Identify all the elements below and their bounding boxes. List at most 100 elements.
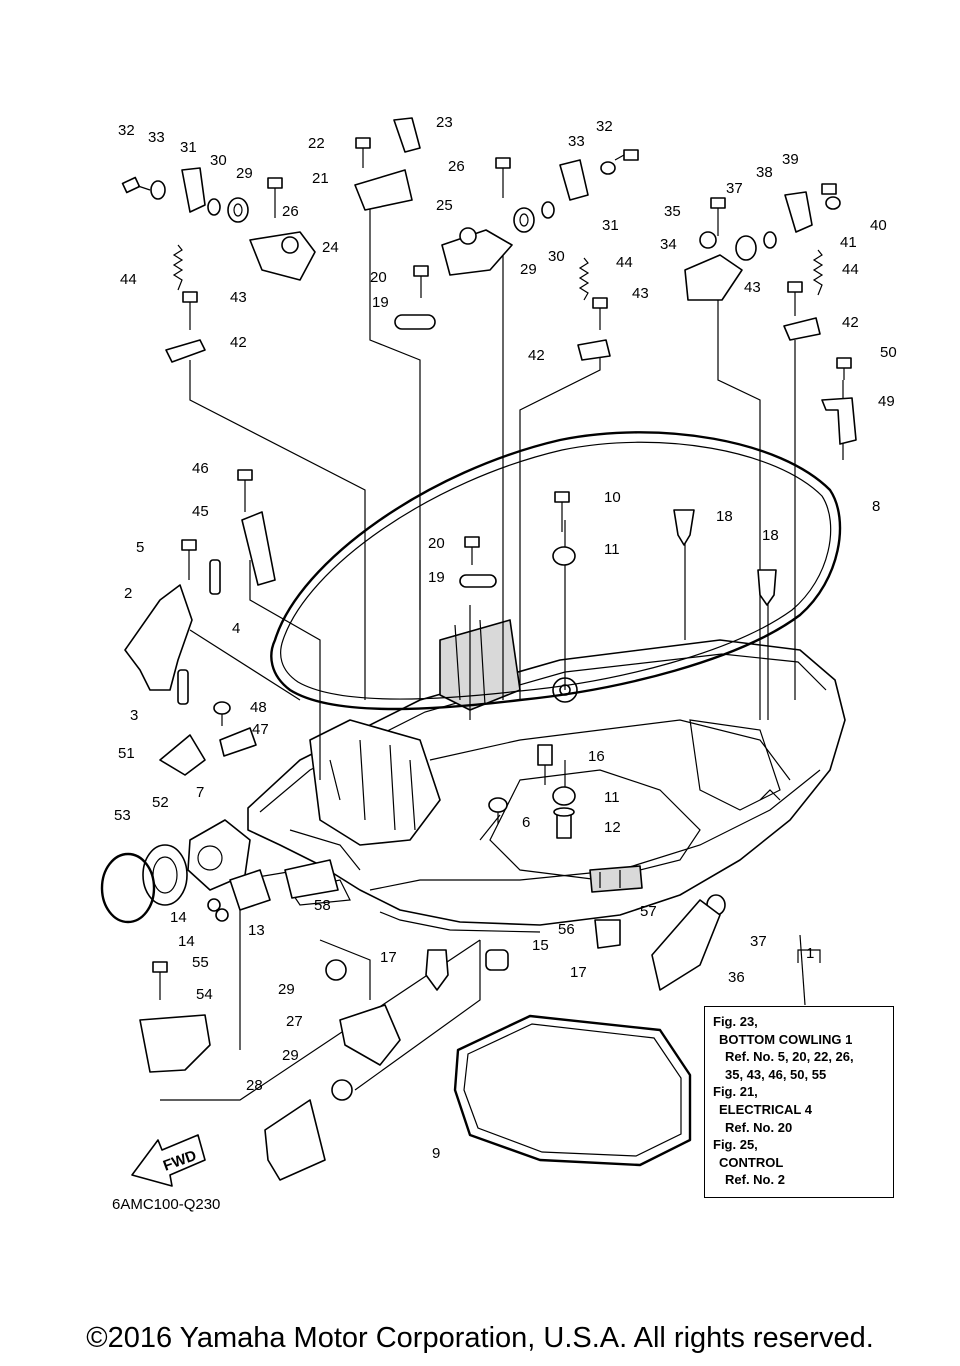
bracket-58 [284,859,339,899]
bracket-47 [219,727,257,757]
plug-18b [757,569,777,606]
callout-38: 38 [756,164,773,181]
callout-28: 28 [246,1077,263,1094]
callout-52: 52 [152,794,169,811]
callout-44: 44 [120,271,137,288]
bolt-22 [355,137,371,168]
callout-35: 35 [664,203,681,220]
spacer-19a [394,314,436,330]
clip-3 [177,669,189,705]
callout-32: 32 [596,118,613,135]
bolt-32a [121,176,151,194]
bolt-40 [821,183,837,195]
callout-45: 45 [192,503,209,520]
callout-14: 14 [170,909,187,926]
callout-11: 11 [604,541,620,558]
callout-50: 50 [880,344,897,361]
callout-19: 19 [428,569,445,586]
callout-43: 43 [230,289,247,306]
callout-42: 42 [842,314,859,331]
callout-58: 58 [314,897,331,914]
callout-44: 44 [616,254,633,271]
spacer-19b [459,574,497,588]
callout-20: 20 [370,269,387,286]
callout-23: 23 [436,114,453,131]
latch-23 [393,117,421,153]
band-53 [100,852,156,924]
bracket-24 [249,231,316,281]
bolt-43c [787,281,803,316]
ref-line: Fig. 23, [713,1014,758,1029]
callout-21: 21 [312,170,329,187]
collar-12 [553,807,575,839]
callout-48: 48 [250,699,267,716]
callout-53: 53 [114,807,131,824]
reference-note-box: Fig. 23, BOTTOM COWLING 1 Ref. No. 5, 20… [704,1006,894,1198]
ref-line: Ref. No. 2 [725,1172,785,1188]
callout-20: 20 [428,535,445,552]
clip-30a [207,198,221,216]
callout-18: 18 [716,508,733,525]
callout-22: 22 [308,135,325,152]
latch-31b [559,159,589,201]
lever-27 [339,1004,401,1066]
cover-2 [124,584,193,691]
grommet-11a [552,546,576,566]
callout-57: 57 [640,903,657,920]
grommet-15 [485,949,509,971]
clip-30b [541,201,555,219]
callout-11: 11 [604,789,620,806]
callout-5: 5 [136,539,144,556]
bolt-5 [181,539,197,580]
clip-4 [209,559,221,595]
grommet-29d [331,1079,353,1101]
plug-17a [425,949,449,991]
callout-25: 25 [436,197,453,214]
washer-33a [150,180,166,200]
bolt-43a [182,291,198,330]
callout-26: 26 [448,158,465,175]
bolt-26a [267,177,283,218]
bolt-46 [237,469,253,512]
callout-17: 17 [570,964,587,981]
callout-37: 37 [726,180,743,197]
washer-33b [600,161,616,175]
bracket-45 [241,511,276,586]
callout-29: 29 [278,981,295,998]
connector-7 [187,819,251,891]
callout-43: 43 [632,285,649,302]
callout-14: 14 [178,933,195,950]
fwd-arrow: FWD [131,1134,206,1187]
callout-12: 12 [604,819,621,836]
callout-42: 42 [528,347,545,364]
bolt-26b [495,157,511,198]
ref-line: CONTROL [719,1154,784,1170]
bracket-25 [441,227,513,276]
callout-16: 16 [588,748,605,765]
latch-39 [784,191,813,233]
callout-40: 40 [870,217,887,234]
ref-line: BOTTOM COWLING 1 [719,1031,853,1047]
callout-8: 8 [872,498,880,515]
spring-44b [578,257,590,301]
callout-13: 13 [248,922,265,939]
callout-56: 56 [558,921,575,938]
plug-48 [213,701,231,726]
plate-42c [783,317,821,341]
latch-31a [181,167,206,213]
bolt-10 [554,491,570,532]
top-seal-ring [270,431,842,711]
callout-30: 30 [548,248,565,265]
callout-2: 2 [124,585,132,602]
boot-52 [142,844,188,906]
callout-37: 37 [750,933,767,950]
bolt-43b [592,297,608,330]
callout-33: 33 [568,133,585,150]
callout-27: 27 [286,1013,303,1030]
leader-lines [160,200,844,1101]
callout-36: 36 [728,969,745,986]
callout-30: 30 [210,152,227,169]
handle-28 [264,1099,326,1181]
plug-16 [537,744,553,785]
